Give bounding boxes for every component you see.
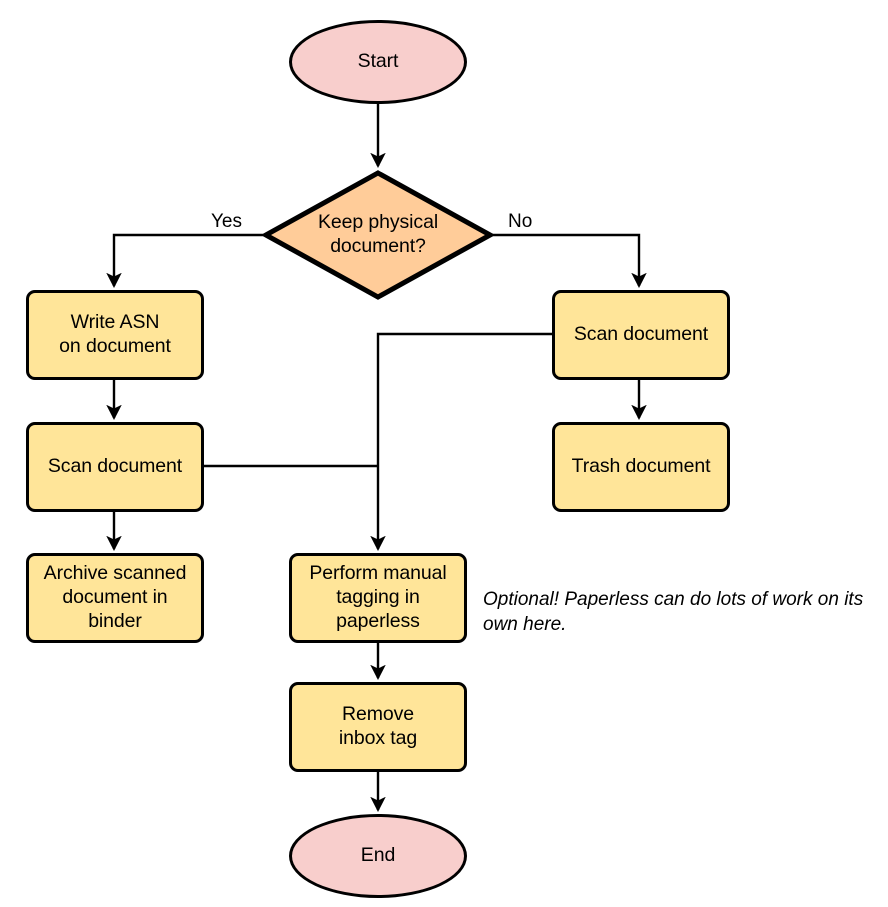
diamond-shape bbox=[263, 170, 493, 300]
node-manual-tagging-label: Perform manual tagging in paperless bbox=[309, 562, 447, 632]
edge-decision-yes-to-write-asn bbox=[106, 233, 263, 289]
node-perform-manual-tagging-in-paperless[interactable]: Perform manual tagging in paperless bbox=[289, 553, 467, 643]
edge-label-no: No bbox=[508, 211, 533, 232]
node-remove-inbox-tag[interactable]: Remove inbox tag bbox=[289, 682, 467, 772]
edge-scan-right-to-manual-tagging bbox=[370, 332, 552, 552]
edge-decision-no-to-scan-right bbox=[492, 233, 647, 289]
node-end-label: End bbox=[360, 844, 396, 867]
node-write-asn-on-document[interactable]: Write ASN on document bbox=[26, 290, 204, 380]
node-start-label: Start bbox=[357, 50, 399, 73]
node-decision-label: Keep physical document? bbox=[317, 211, 439, 257]
node-end[interactable]: End bbox=[289, 814, 467, 898]
node-archive-binder-label: Archive scanned document in binder bbox=[43, 562, 187, 632]
edge-label-yes: Yes bbox=[211, 211, 242, 232]
node-decision-keep-physical-document[interactable]: Keep physical document? bbox=[263, 170, 493, 300]
node-archive-scanned-document-in-binder[interactable]: Archive scanned document in binder bbox=[26, 553, 204, 643]
node-start[interactable]: Start bbox=[289, 20, 467, 104]
node-scan-document-right-label: Scan document bbox=[573, 323, 709, 346]
node-trash-document-label: Trash document bbox=[571, 455, 711, 478]
annotation-optional-note: Optional! Paperless can do lots of work … bbox=[483, 589, 864, 636]
node-remove-inbox-tag-label: Remove inbox tag bbox=[338, 703, 418, 749]
node-write-asn-label: Write ASN on document bbox=[59, 311, 171, 357]
node-trash-document[interactable]: Trash document bbox=[552, 422, 730, 512]
node-scan-document-left-label: Scan document bbox=[47, 455, 183, 478]
node-scan-document-right[interactable]: Scan document bbox=[552, 290, 730, 380]
node-scan-document-left[interactable]: Scan document bbox=[26, 422, 204, 512]
